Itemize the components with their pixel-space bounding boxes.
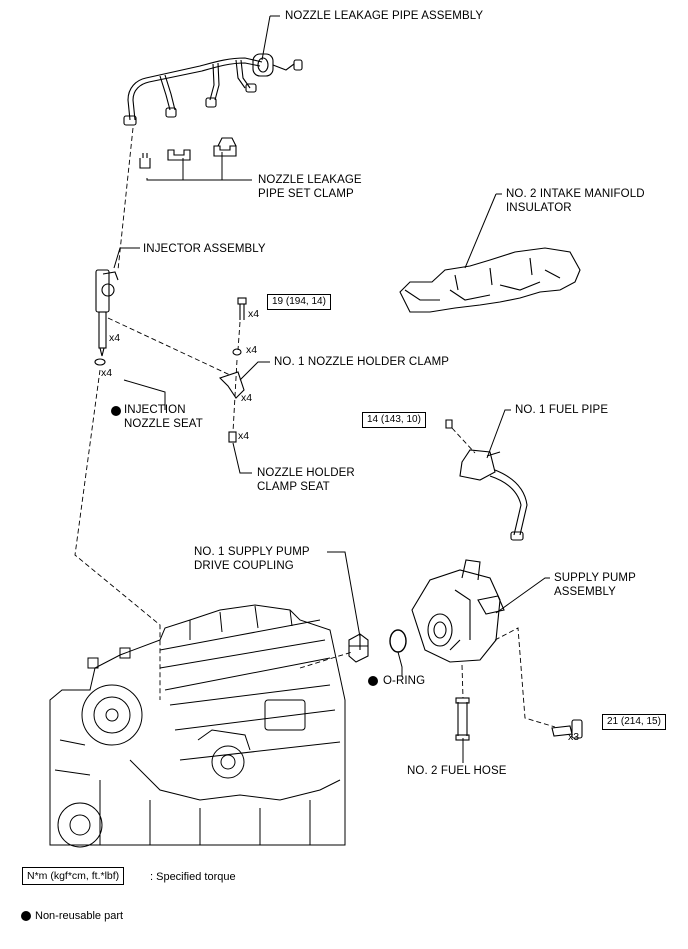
label-o-ring: O-RING (383, 675, 426, 687)
supply-pump-drawing (411, 559, 505, 663)
legend-torque-unit-box: N*m (kgf*cm, ft.*lbf) (22, 867, 125, 885)
non-reusable-marker (368, 676, 378, 686)
label-nozzle-leakage-pipe-assembly: NOZZLE LEAKAGE PIPE ASSEMBLY (285, 10, 484, 22)
o-ring-drawing (389, 629, 407, 653)
label-no2-intake-manifold-insulator: NO. 2 INTAKE MANIFOLD INSULATOR (506, 188, 645, 214)
nozzle-leakage-pipe-assembly-drawing (123, 53, 303, 126)
fuel-hose-drawing (455, 697, 470, 741)
qty-holder-bolt: x4 (248, 308, 260, 320)
label-nozzle-leakage-pipe-set-clamp: NOZZLE LEAKAGE PIPE SET CLAMP (258, 174, 362, 200)
injector-assembly-drawing (94, 269, 119, 366)
label-injection-nozzle-seat: INJECTION NOZZLE SEAT (124, 404, 203, 430)
label-no1-supply-pump-drive-coupling: NO. 1 SUPPLY PUMP DRIVE COUPLING (194, 546, 310, 572)
qty-clamp-seat: x4 (238, 430, 250, 442)
leader-lines (113, 15, 550, 763)
legend-torque-description: : Specified torque (150, 871, 236, 883)
engine-block-drawing (49, 604, 346, 848)
qty-holder-clamp: x4 (241, 392, 253, 404)
fuel-pipe-drawing (445, 419, 528, 541)
label-no2-fuel-hose: NO. 2 FUEL HOSE (407, 765, 507, 777)
label-no1-fuel-pipe: NO. 1 FUEL PIPE (515, 404, 609, 416)
pump-bolt-drawing (551, 719, 583, 739)
legend-non-reusable-dot (21, 911, 31, 921)
non-reusable-marker (111, 406, 121, 416)
nozzle-holder-parts-drawing (218, 297, 247, 443)
torque-fuel-pipe-bolt: 14 (143, 10) (362, 412, 426, 428)
label-nozzle-holder-clamp-seat: NOZZLE HOLDER CLAMP SEAT (257, 467, 355, 493)
label-no1-nozzle-holder-clamp: NO. 1 NOZZLE HOLDER CLAMP (274, 356, 450, 368)
assembly-dashed-lines (74, 127, 556, 728)
drive-coupling-drawing (348, 633, 369, 663)
legend-non-reusable-description: Non-reusable part (35, 910, 124, 922)
qty-nozzle-seat: x4 (101, 367, 113, 379)
qty-pump-bolt: x3 (568, 731, 580, 743)
leakage-pipe-set-clamps-drawing (139, 137, 237, 169)
intake-manifold-insulator-drawing (399, 247, 581, 313)
qty-holder-nut: x4 (246, 344, 258, 356)
torque-nozzle-holder-bolt: 19 (194, 14) (267, 294, 331, 310)
label-injector-assembly: INJECTOR ASSEMBLY (143, 243, 266, 255)
torque-supply-pump-bolt: 21 (214, 15) (602, 714, 666, 730)
label-supply-pump-assembly: SUPPLY PUMP ASSEMBLY (554, 572, 636, 598)
qty-injector: x4 (109, 332, 121, 344)
